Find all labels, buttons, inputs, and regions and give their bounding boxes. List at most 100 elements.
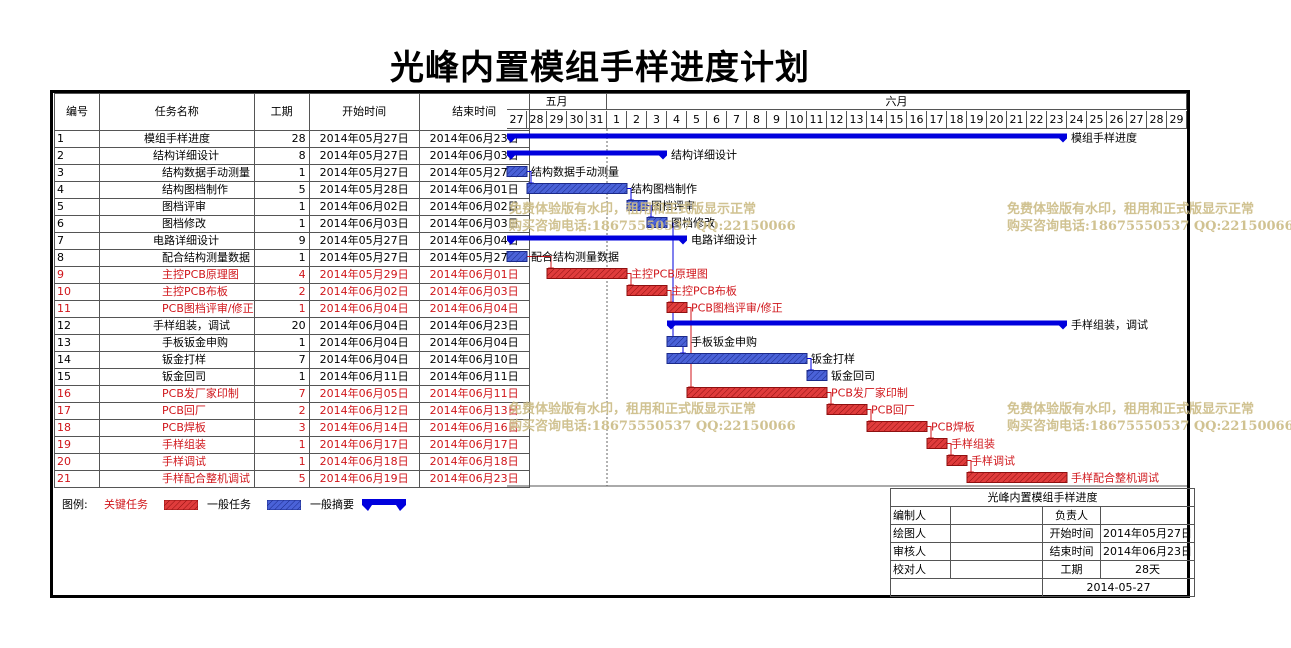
task-start: 2014年05月27日	[308, 232, 420, 250]
bar-label: 模组手样进度	[1071, 131, 1137, 145]
info-end-value: 2014年06月23日	[1100, 542, 1195, 561]
task-duration: 5	[253, 181, 310, 199]
dependency-link	[807, 358, 812, 371]
task-name: 结构详细设计	[99, 147, 255, 165]
task-duration: 5	[253, 470, 310, 488]
info-owner-label: 负责人	[1042, 506, 1101, 525]
day-label: 2	[627, 111, 647, 129]
info-checker-label: 校对人	[890, 560, 951, 579]
info-drafter-label: 绘图人	[890, 524, 951, 543]
dependency-link	[527, 171, 532, 184]
task-duration: 1	[253, 164, 310, 182]
bar-label: 钣金打样	[811, 352, 855, 366]
task-id: 6	[54, 215, 100, 233]
task-duration: 1	[253, 436, 310, 454]
task-id: 17	[54, 402, 100, 420]
task-end: 2014年06月04日	[418, 300, 530, 318]
normal-task-bar	[806, 370, 828, 381]
task-start: 2014年05月27日	[308, 130, 420, 148]
page-title: 光峰内置模组手样进度计划	[390, 48, 810, 88]
bar-label: 手样调试	[971, 454, 1015, 468]
sheet-frame	[50, 90, 1190, 598]
task-start: 2014年05月27日	[308, 249, 420, 267]
task-end: 2014年06月03日	[418, 283, 530, 301]
day-label: 28	[1147, 111, 1167, 129]
critical-task-bar	[866, 421, 928, 432]
day-label: 5	[687, 111, 707, 129]
day-label: 21	[1007, 111, 1027, 129]
day-label: 4	[667, 111, 687, 129]
task-start: 2014年06月04日	[308, 334, 420, 352]
info-date: 2014-05-27	[1042, 578, 1195, 597]
task-duration: 3	[253, 419, 310, 437]
day-label: 22	[1027, 111, 1047, 129]
task-id: 11	[54, 300, 100, 318]
task-id: 15	[54, 368, 100, 386]
task-start: 2014年05月28日	[308, 181, 420, 199]
info-reviewer-value	[950, 542, 1043, 561]
bar-label: PCB回厂	[871, 404, 915, 417]
dependency-link	[927, 426, 932, 439]
task-end: 2014年06月04日	[418, 232, 530, 250]
critical-task-bar	[946, 455, 968, 466]
normal-task-bar	[526, 183, 628, 194]
task-start: 2014年05月27日	[308, 147, 420, 165]
task-start: 2014年05月27日	[308, 164, 420, 182]
task-id: 9	[54, 266, 100, 284]
day-label: 25	[1087, 111, 1107, 129]
task-end: 2014年06月23日	[418, 130, 530, 148]
day-label: 27	[507, 111, 527, 129]
day-label: 3	[647, 111, 667, 129]
bar-label: 图档评审	[651, 199, 695, 213]
day-label: 7	[727, 111, 747, 129]
day-label: 10	[787, 111, 807, 129]
task-end: 2014年06月18日	[418, 453, 530, 471]
legend-normal-swatch	[267, 500, 301, 510]
info-blank	[890, 578, 1043, 597]
task-start: 2014年06月11日	[308, 368, 420, 386]
day-label: 18	[947, 111, 967, 129]
task-id: 12	[54, 317, 100, 335]
task-id: 2	[54, 147, 100, 165]
task-end: 2014年06月23日	[418, 470, 530, 488]
day-label: 26	[1107, 111, 1127, 129]
info-start-label: 开始时间	[1042, 524, 1101, 543]
task-name: PCB图档评审/修正	[99, 300, 255, 318]
day-label: 1	[607, 111, 627, 129]
bar-label: 结构详细设计	[671, 148, 737, 162]
day-label: 8	[747, 111, 767, 129]
bar-label: PCB焊板	[931, 420, 975, 434]
task-name: 图档修改	[99, 215, 255, 233]
day-label: 28	[527, 111, 547, 129]
task-end: 2014年06月11日	[418, 368, 530, 386]
bar-label: 钣金回司	[831, 369, 875, 383]
day-label: 31	[587, 111, 607, 129]
info-start-value: 2014年05月27日	[1100, 524, 1195, 543]
task-duration: 2	[253, 283, 310, 301]
task-id: 10	[54, 283, 100, 301]
task-duration: 1	[253, 368, 310, 386]
